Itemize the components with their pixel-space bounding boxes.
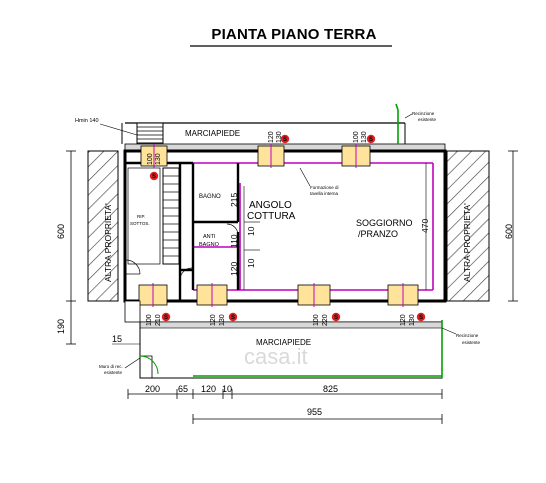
window-dim: 130 [219, 314, 226, 326]
dim-120b: 120 [229, 262, 239, 276]
label-pranzo: /PRANZO [358, 229, 398, 239]
dim-955: 955 [307, 407, 322, 417]
label-marciapiede-bottom: MARCIAPIEDE [256, 338, 311, 347]
page-title: PIANTA PIANO TERRA [211, 26, 377, 43]
top-stair [136, 122, 164, 144]
dim-15: 15 [112, 334, 122, 344]
window-dim: 210 [155, 314, 162, 326]
label-recinzione-bot-2: esistente [462, 340, 481, 345]
label-formazione-2: tavella interna [310, 191, 339, 196]
label-soggiorno: SOGGIORNO [356, 218, 413, 228]
s-badge-text: S [164, 315, 168, 321]
dim-65: 65 [178, 384, 188, 394]
right-property-hatch [446, 150, 490, 302]
label-altra-right: ALTRA PROPRIETA' [462, 203, 472, 282]
dim-190: 190 [56, 319, 66, 334]
label-muro-2: esistente [104, 370, 123, 375]
dim-600-left: 600 [56, 224, 66, 239]
s-badges [149, 134, 426, 322]
window-dim: 100 [147, 153, 154, 165]
dim-10b: 10 [246, 258, 256, 268]
label-formazione-1: Formazione di [310, 185, 339, 190]
interior-walls [125, 161, 240, 301]
s-badge-text: S [419, 315, 423, 321]
dim-10: 10 [222, 384, 232, 394]
window-dim: 100 [313, 314, 320, 326]
label-rip: RIP. [137, 214, 145, 219]
s-badge-text: S [283, 137, 287, 143]
window-dim: 120 [268, 131, 275, 143]
label-anti: ANTI [203, 234, 216, 240]
label-altra-left: ALTRA PROPRIETA' [103, 203, 113, 282]
window-dim: 130 [361, 131, 368, 143]
dim-120: 120 [201, 384, 216, 394]
dim-470: 470 [420, 219, 430, 233]
dim-215: 215 [229, 193, 239, 207]
window-dim: 130 [409, 314, 416, 326]
s-badge-text: S [231, 315, 235, 321]
label-hmin: Hmin 140 [75, 118, 99, 124]
dim-200: 200 [145, 384, 160, 394]
window-dim: 130 [155, 153, 162, 165]
label-bagno: BAGNO [199, 194, 221, 200]
window-dim: 100 [353, 131, 360, 143]
window-dim: 220 [322, 314, 329, 326]
label-angolo: ANGOLO [249, 200, 292, 211]
left-property-hatch [87, 150, 119, 302]
dim-10a: 10 [246, 226, 256, 236]
watermark-logo: casa.it [244, 344, 308, 369]
s-badge-text: S [152, 174, 156, 180]
label-cottura: COTTURA [247, 211, 296, 222]
label-anti-bagno: BAGNO [199, 242, 220, 248]
dim-110: 110 [229, 234, 239, 248]
label-sottos: SOTTOS. [130, 221, 150, 226]
label-recinzione-top-1: Recinzione [412, 111, 435, 116]
dim-825: 825 [323, 384, 338, 394]
window-dim: 130 [276, 131, 283, 143]
label-recinzione-bot-1: Recinzione [456, 333, 479, 338]
label-marciapiede-top: MARCIAPIEDE [185, 129, 240, 138]
window-dim: 120 [400, 314, 407, 326]
s-badge-text: S [369, 137, 373, 143]
window-dim: 100 [146, 314, 153, 326]
dim-600-right: 600 [504, 224, 514, 239]
window-dim: 120 [210, 314, 217, 326]
label-recinzione-top-2: esistente [418, 117, 437, 122]
label-muro-1: Muro di rec. [99, 364, 123, 369]
s-badge-text: S [334, 315, 338, 321]
